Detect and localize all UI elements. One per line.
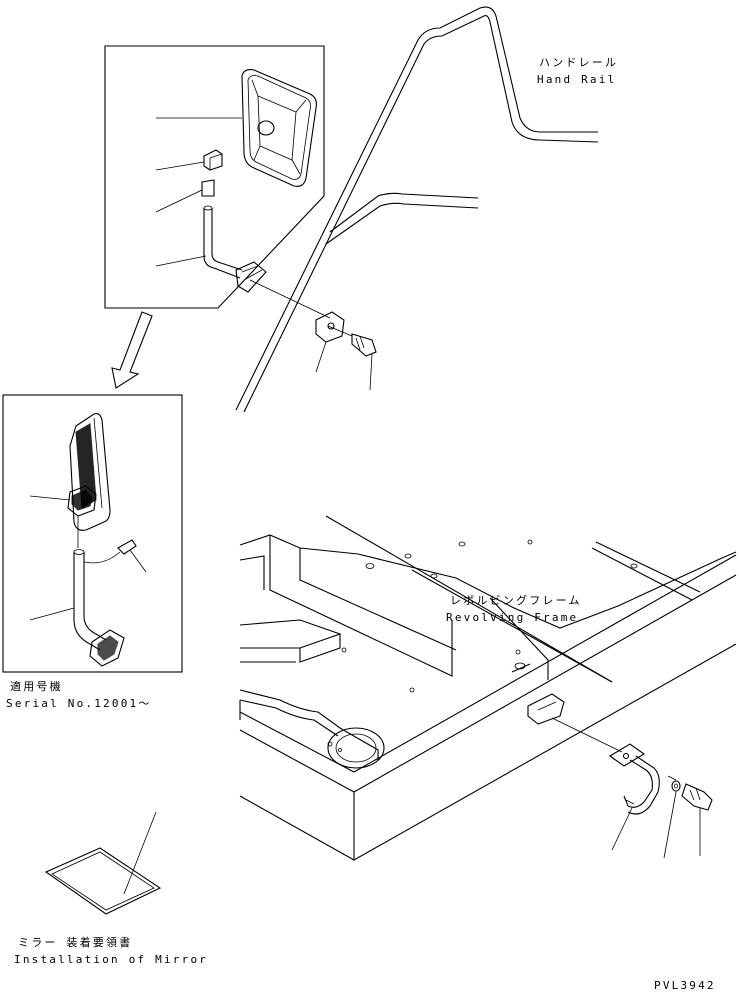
step-handle-assembly (608, 743, 713, 859)
revolving-frame-label-ja: レボルビングフレーム (450, 593, 582, 607)
mirror-clamp (67, 485, 97, 517)
mirror-side (69, 413, 111, 531)
hand-rail-crossbar-top (329, 192, 479, 233)
manual-document-icon (44, 811, 162, 915)
hand-rail-label-en: Hand Rail (537, 73, 616, 86)
frame-beam-top (353, 554, 737, 773)
hand-rail-inner (243, 15, 599, 413)
mirror-stay-2 (73, 552, 101, 651)
manual-label-en: Installation of Mirror (14, 953, 208, 966)
frame-bracket (527, 693, 565, 725)
bushing (201, 179, 215, 197)
stay-clamp (235, 261, 267, 293)
bolt (351, 333, 377, 357)
hand-rail-crossbar-bottom (325, 202, 479, 245)
detail-box-serial-variant (2, 394, 183, 673)
serial-label-ja: 適用号機 (10, 679, 63, 693)
manual-label-ja: ミラー 装着要領書 (18, 935, 132, 949)
rail-bracket (315, 311, 377, 391)
detail-box-outline (104, 45, 325, 309)
detail-box-mirror-assembly (104, 45, 331, 319)
frame-beam-front (353, 574, 737, 793)
drawing-code: PVL3942 (654, 979, 716, 992)
wire (83, 551, 121, 564)
washer (671, 780, 681, 792)
hand-rail-outer (235, 6, 598, 411)
handle-plate (608, 743, 646, 767)
hand-rail-label-ja: ハンドレール (539, 56, 618, 69)
revolving-frame (239, 515, 737, 861)
hand-rail (235, 6, 599, 413)
step-handle (623, 759, 653, 808)
connector (117, 539, 137, 555)
stay-clamp-2 (89, 629, 125, 667)
detail-arrow (111, 311, 153, 389)
serial-label-en: Serial No.12001～ (6, 697, 152, 710)
revolving-frame-label-en: Revolving Frame (446, 611, 578, 624)
detail-box-2-outline (2, 394, 183, 673)
clamp-block (203, 149, 223, 171)
handle-bolt (681, 783, 713, 811)
mirror (241, 69, 317, 187)
